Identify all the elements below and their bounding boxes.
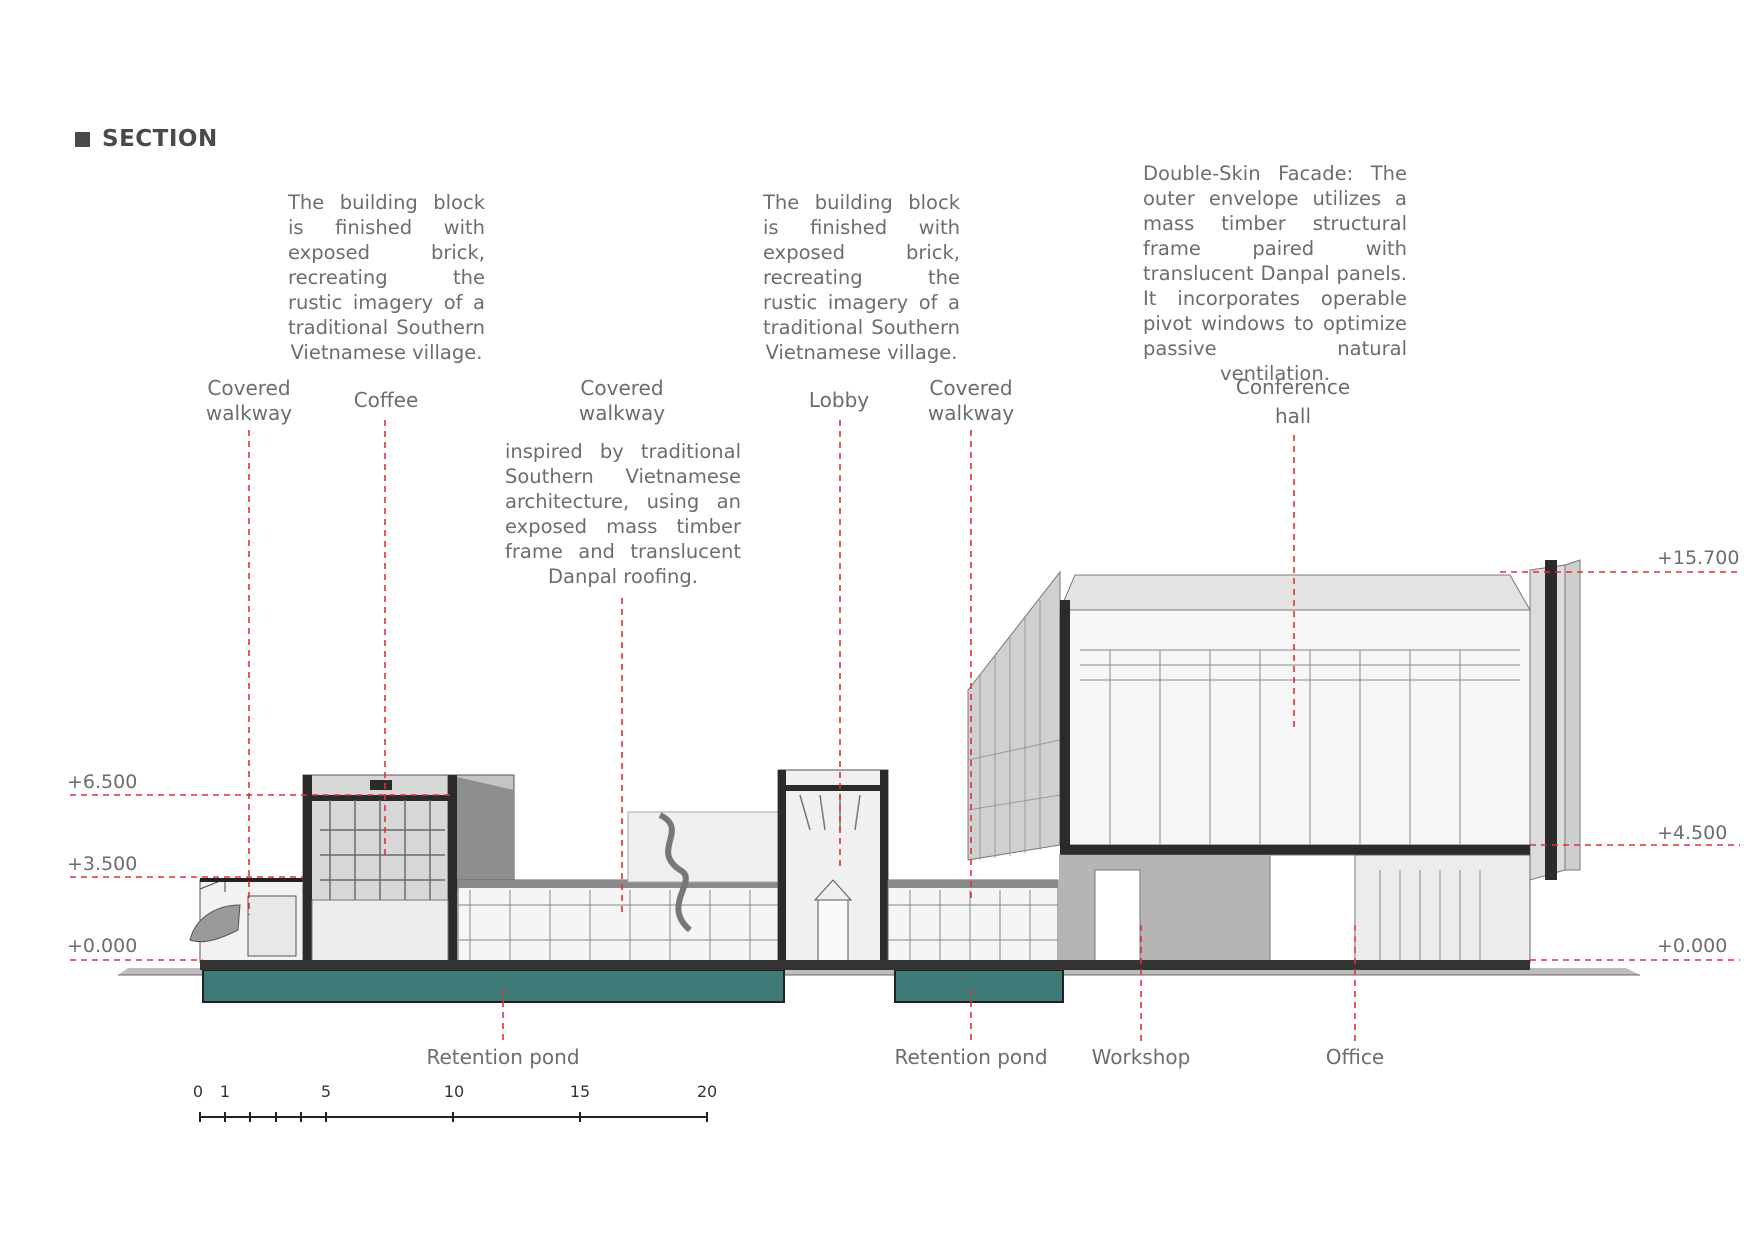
section-title-text: SECTION [102, 126, 218, 152]
label-office: Office [1325, 1045, 1385, 1069]
lobby-building [777, 769, 889, 966]
covered-walkway-3 [887, 879, 1059, 963]
conference-building [967, 559, 1581, 964]
scale-tick-10: 10 [443, 1082, 465, 1101]
level-0000-right: +0.000 [1657, 935, 1728, 957]
level-4500: +4.500 [1657, 822, 1728, 844]
label-coffee: Coffee [353, 388, 419, 412]
label-workshop: Workshop [1091, 1045, 1191, 1069]
label-covered-walkway-1: Covered walkway [205, 376, 293, 425]
left-block [189, 878, 304, 963]
level-0000-left: +0.000 [67, 935, 138, 957]
scale-tick-15: 15 [569, 1082, 591, 1101]
label-lobby: Lobby [808, 388, 870, 412]
label-covered-walkway-2: Covered walkway [578, 376, 666, 425]
scale-tick-5: 5 [320, 1082, 332, 1101]
note-facade: Double-Skin Facade: The outer envelope u… [1143, 162, 1407, 385]
retention-pond-left [202, 969, 785, 1003]
level-3500: +3.500 [67, 853, 138, 875]
leader-lines [70, 420, 1740, 1045]
label-retention-pond-2: Retention pond [894, 1045, 1048, 1069]
coffee-building [302, 774, 515, 966]
label-covered-walkway-3: Covered walkway [927, 376, 1015, 425]
title-square-icon [75, 131, 90, 147]
scale-tick-1: 1 [219, 1082, 231, 1101]
section-title: SECTION [75, 126, 218, 152]
retention-pond-right [894, 969, 1064, 1003]
scale-bar [199, 1112, 708, 1122]
label-retention-pond-1: Retention pond [426, 1045, 580, 1069]
level-15700: +15.700 [1657, 547, 1740, 569]
label-conference-hall: Conference hall [1235, 375, 1351, 428]
scale-tick-0: 0 [192, 1082, 204, 1101]
level-6500: +6.500 [67, 771, 138, 793]
note-brick-left: The building block is finished with expo… [288, 191, 485, 364]
note-walkway: inspired by traditional Southern Vietnam… [505, 440, 741, 588]
scale-tick-20: 20 [696, 1082, 718, 1101]
covered-walkway-2 [457, 811, 785, 963]
ground-slab [200, 960, 1530, 970]
note-brick-right: The building block is finished with expo… [763, 191, 960, 364]
